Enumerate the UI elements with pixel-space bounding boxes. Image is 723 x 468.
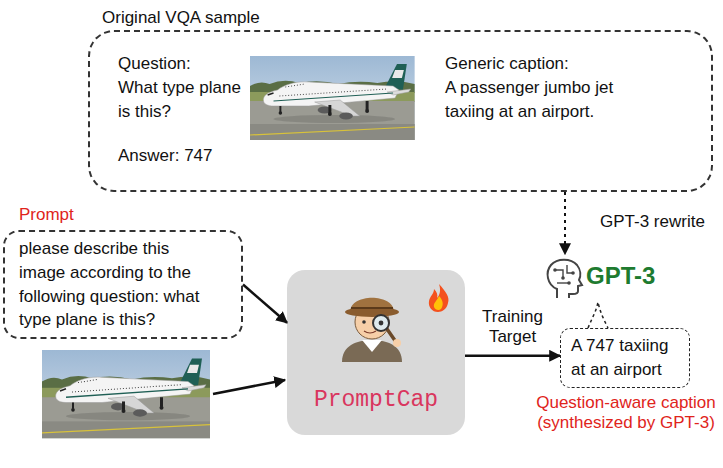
target-caption: A 747 taxiing at an airport: [571, 334, 680, 382]
field-label: Generic caption:: [445, 52, 569, 76]
panel-heading: Original VQA sample: [98, 8, 264, 28]
detective-icon: [362, 320, 366, 324]
training-arrow: [465, 355, 560, 358]
prompt-box: Promptplease describe this image accordi…: [3, 230, 243, 339]
model-box-shape: [287, 270, 465, 435]
detective-icon: [342, 298, 402, 362]
detective-icon: [373, 315, 389, 331]
field-label: Question:: [118, 52, 191, 76]
flame-icon: [434, 296, 443, 310]
ai-head-icon: [571, 271, 575, 275]
llm-node: GPT-3: [540, 254, 700, 298]
rewrite-arrow: [564, 192, 566, 254]
detective-icon: [393, 339, 401, 347]
model-name: PromptCap: [287, 387, 465, 415]
ai-head-icon: [548, 260, 582, 298]
input-arrow: [213, 380, 285, 394]
detective-icon: [342, 340, 402, 362]
caption-box: A 747 taxiing at an airportQuestion-awar…: [560, 328, 690, 388]
caption-note: Question-aware caption (synthesized by G…: [513, 393, 723, 434]
plane-photo: [250, 56, 415, 140]
answer-text: Answer: 747: [118, 144, 213, 168]
flow-arrow: [243, 285, 287, 323]
prompt-text: please describe this image according to …: [19, 237, 219, 332]
llm-name: GPT-3: [586, 262, 655, 291]
caption-text: A passenger jumbo jet taxiing at an airp…: [445, 76, 650, 124]
model-box: PromptCap: [287, 270, 465, 435]
plane-photo: [42, 350, 210, 438]
edge-label: GPT-3 rewrite: [600, 212, 705, 232]
speech-tail: [588, 302, 608, 328]
detective-icon: [362, 340, 382, 352]
detective-icon: [364, 331, 376, 333]
question-text: What type plane is this?: [118, 76, 246, 124]
detective-icon: [379, 321, 384, 326]
flame-icon: [429, 284, 449, 312]
detective-icon: [351, 307, 393, 309]
ai-head-icon: [553, 268, 557, 272]
sample-panel: Original VQA sampleQuestion:What type pl…: [88, 30, 713, 192]
ai-head-icon: [567, 281, 571, 285]
flame-icon: [429, 284, 449, 312]
ai-head-icon: [561, 276, 565, 280]
edge-label: Training Target: [468, 307, 558, 348]
ai-head-icon: [548, 260, 582, 298]
connector-layer: [243, 192, 565, 356]
detective-icon: [345, 307, 399, 317]
prompt-heading: Prompt: [19, 205, 74, 225]
